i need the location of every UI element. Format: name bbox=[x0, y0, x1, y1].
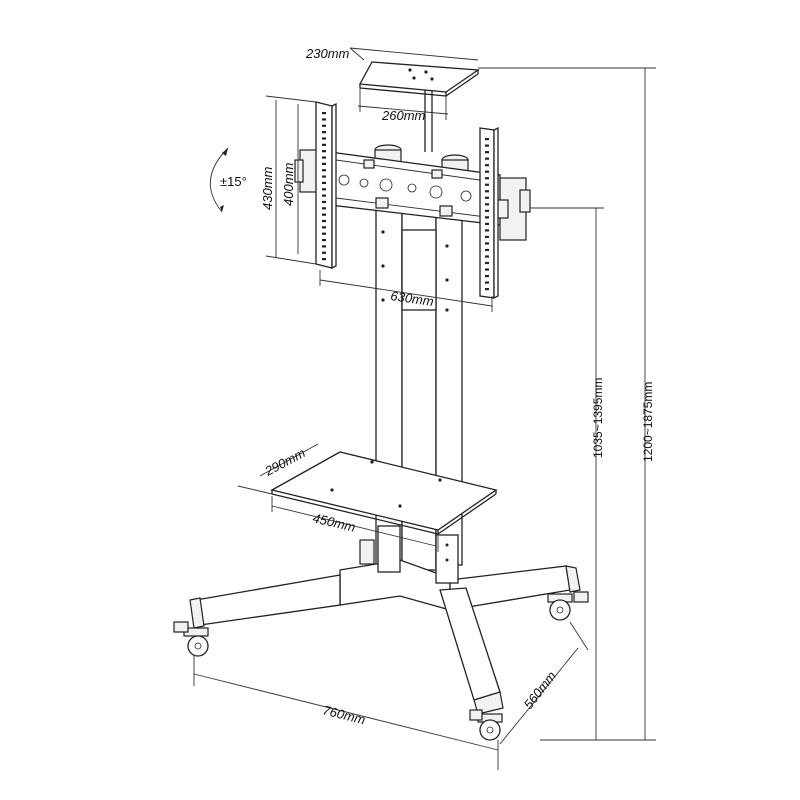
arm-slot bbox=[485, 183, 489, 186]
arm-slot bbox=[322, 207, 326, 210]
base-legs bbox=[189, 525, 581, 715]
arm-slot bbox=[322, 124, 326, 127]
arm-slot bbox=[322, 181, 326, 185]
arm-slot bbox=[485, 144, 489, 147]
arm-slot bbox=[485, 164, 489, 167]
dim-vesa-width: 630mm bbox=[390, 288, 435, 309]
arm-slot bbox=[322, 137, 326, 140]
arm-slot bbox=[485, 170, 489, 173]
arm-slot bbox=[485, 138, 489, 141]
arm-slot bbox=[485, 268, 489, 271]
arm-slot bbox=[485, 229, 489, 232]
arm-slot bbox=[485, 255, 489, 258]
dim-vesa-height-inner: 400mm bbox=[281, 162, 296, 206]
arm-slot bbox=[485, 157, 489, 160]
arm-slot bbox=[322, 200, 326, 204]
arm-slot bbox=[485, 261, 489, 265]
dim-base-depth: 560mm bbox=[521, 668, 560, 712]
arm-slot bbox=[322, 238, 326, 242]
arm-slot bbox=[322, 131, 326, 134]
arm-slot bbox=[322, 112, 326, 115]
arm-slot bbox=[322, 143, 326, 146]
arm-slot bbox=[485, 288, 489, 291]
dim-top-tray-depth: 230mm bbox=[305, 46, 350, 61]
vesa-arm-holes bbox=[322, 112, 489, 291]
casters bbox=[173, 591, 589, 741]
arm-slot bbox=[485, 222, 489, 225]
arm-slot bbox=[485, 248, 489, 252]
dim-tilt: ±15° bbox=[220, 174, 247, 189]
arm-slot bbox=[322, 245, 326, 248]
arm-slot bbox=[485, 274, 489, 278]
dim-vesa-height-outer: 430mm bbox=[260, 166, 275, 210]
arm-slot bbox=[322, 188, 326, 191]
arm-slot bbox=[322, 150, 326, 153]
arm-slot bbox=[485, 151, 489, 154]
arm-slot bbox=[322, 162, 326, 165]
arm-slot bbox=[485, 196, 489, 199]
arm-slot bbox=[322, 175, 326, 178]
dim-base-width: 760mm bbox=[321, 702, 367, 727]
arm-slot bbox=[485, 177, 489, 180]
arm-slot bbox=[322, 219, 326, 223]
arm-slot bbox=[322, 258, 326, 261]
arm-slot bbox=[322, 232, 326, 235]
top-tray bbox=[358, 61, 480, 152]
dim-top-tray-width: 260mm bbox=[381, 108, 426, 123]
dimension-lines bbox=[193, 47, 656, 770]
dim-total-height: 1200~1875mm bbox=[641, 382, 655, 462]
arm-slot bbox=[322, 169, 326, 172]
arm-slot bbox=[485, 209, 489, 212]
arm-slot bbox=[322, 226, 326, 229]
arm-slot bbox=[322, 194, 326, 197]
arm-slot bbox=[485, 216, 489, 219]
vesa-arms bbox=[315, 101, 499, 300]
arm-slot bbox=[485, 235, 489, 239]
dim-mount-height: 1035~1395mm bbox=[591, 378, 605, 458]
arm-slot bbox=[485, 190, 489, 193]
arm-slot bbox=[485, 203, 489, 206]
arm-slot bbox=[485, 242, 489, 245]
arm-slot bbox=[322, 213, 326, 216]
middle-shelf bbox=[270, 451, 498, 535]
arm-slot bbox=[322, 118, 326, 121]
arm-slot bbox=[322, 156, 326, 159]
arm-slot bbox=[485, 281, 489, 284]
dim-shelf-width: 450mm bbox=[311, 510, 357, 534]
arm-slot bbox=[322, 251, 326, 254]
vesa-bracket bbox=[294, 149, 531, 241]
